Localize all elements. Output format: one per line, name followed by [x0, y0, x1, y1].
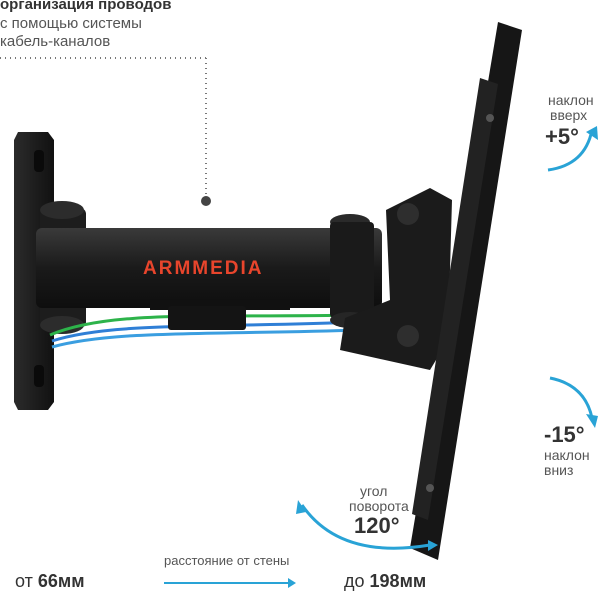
- distance-to: до 198мм: [344, 571, 426, 592]
- tilt-down-arrow: [549, 376, 594, 419]
- rotation-value: 120°: [354, 513, 400, 538]
- tv-plate: [410, 22, 522, 560]
- tilt-down-value: -15°: [544, 422, 585, 447]
- rotation-arrowhead-right: [428, 540, 438, 551]
- arm: [36, 228, 382, 330]
- distance-arrowhead: [288, 578, 296, 588]
- rotation-label-line1: угол: [360, 483, 388, 499]
- wall-plate: [14, 132, 54, 410]
- tilt-down-label-line2: вниз: [544, 462, 574, 478]
- rotation-arrow: [300, 504, 431, 550]
- tilt-up-value: +5°: [545, 124, 579, 149]
- distance-to-value: 198мм: [369, 571, 427, 591]
- distance-from-value: 66мм: [37, 571, 85, 591]
- distance-from-prefix: от: [15, 571, 33, 591]
- rotation-label-line2: поворота: [349, 498, 409, 514]
- tilt-up-arrow: [547, 129, 594, 172]
- tilt-up-arrowhead: [586, 126, 598, 140]
- distance-to-prefix: до: [344, 571, 365, 591]
- tilt-down-label-line1: наклон: [544, 447, 590, 463]
- tilt-up-label-line2: вверх: [550, 107, 588, 123]
- headline-line2: с помощью системы: [0, 15, 142, 32]
- distance-caption: расстояние от стены: [164, 553, 290, 568]
- brand-logo: ARMMEDIA: [143, 258, 264, 279]
- headline-line3: кабель-каналов: [0, 33, 111, 50]
- leader-line: [0, 57, 211, 206]
- headline-line1: организация проводов: [0, 0, 172, 13]
- distance-from: от 66мм: [15, 571, 85, 592]
- tilt-down-arrowhead: [586, 414, 598, 428]
- tilt-bracket: [340, 188, 452, 370]
- tilt-up-label-line1: наклон: [548, 92, 594, 108]
- rotation-arrowhead-left: [296, 500, 306, 514]
